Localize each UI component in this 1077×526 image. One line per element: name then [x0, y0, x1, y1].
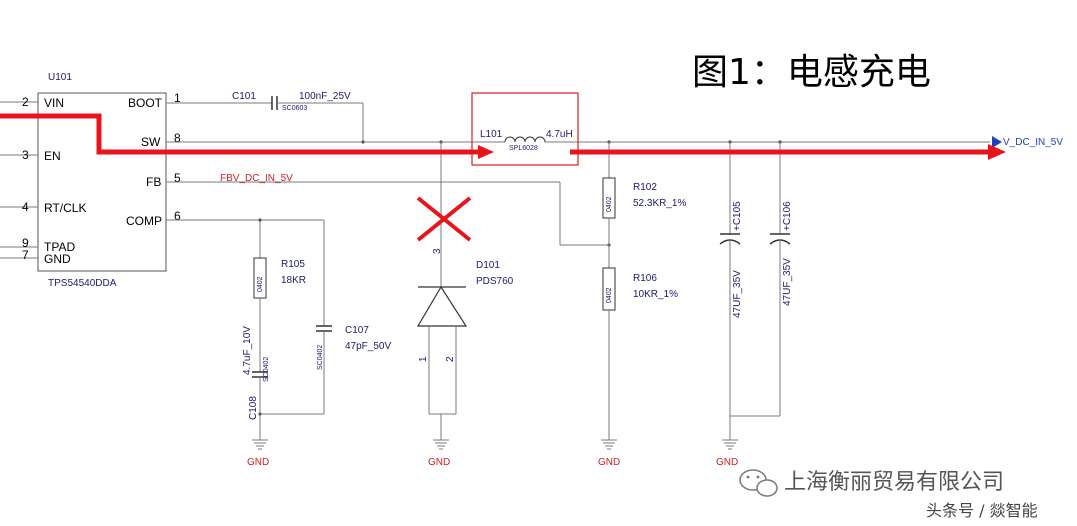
pin-gnd-name: GND	[44, 252, 71, 266]
r106-value: 10KR_1%	[633, 289, 678, 300]
pin-comp-name: COMP	[126, 214, 162, 228]
r105-pkg: 0402	[257, 276, 264, 292]
pin-rt-name: RT/CLK	[44, 201, 86, 215]
d101-pin-k: 3	[432, 248, 443, 254]
diode-d101	[416, 285, 468, 327]
r106-pkg: 0402	[606, 287, 613, 303]
figure-title: 图1：电感充电	[692, 52, 931, 93]
l101-pkg: SPL6028	[509, 145, 538, 152]
gnd-label-4: GND	[716, 457, 738, 468]
net-fb-label: FBV_DC_IN_5V	[220, 173, 293, 184]
c107-ref: C107	[345, 325, 369, 336]
gnd-symbol-r106	[601, 439, 617, 450]
c107-pkg: SC0402	[317, 345, 324, 370]
d101-value: PDS760	[476, 276, 514, 287]
r102-value: 52.3KR_1%	[633, 198, 686, 209]
watermark-source: 头条号 / 燚智能	[926, 501, 1038, 520]
c101-value: 100nF_25V	[299, 91, 351, 102]
inductor-l101	[504, 136, 546, 143]
output-port-arrow-icon	[992, 136, 1002, 148]
pin-sw-num: 8	[174, 131, 181, 145]
pin-vin-name: VIN	[44, 96, 64, 110]
c101-pkg: SC0603	[282, 105, 307, 112]
pin-en-name: EN	[44, 149, 61, 163]
gnd-label-3: GND	[598, 457, 620, 468]
c108-ref: C108	[248, 396, 259, 420]
gnd-label-2: GND	[428, 457, 450, 468]
r102-ref: R102	[633, 182, 657, 193]
c108-pkg: SC0402	[263, 357, 270, 382]
gnd-symbol-caps	[722, 439, 738, 450]
pin-gnd-num: 7	[22, 248, 29, 262]
c106-ref: +C106	[782, 201, 793, 231]
c107-value: 47pF_50V	[345, 341, 391, 352]
pin-boot-num: 1	[174, 91, 181, 105]
r105-ref: R105	[281, 259, 305, 270]
ic-ref: U101	[48, 72, 72, 83]
l101-ref: L101	[480, 129, 503, 140]
pin-tpad-num: 9	[22, 236, 29, 250]
gnd-label-1: GND	[247, 457, 269, 468]
inductor-highlight-box	[471, 92, 579, 166]
ic-part: TPS54540DDA	[48, 278, 117, 289]
r102-pkg: 0402	[606, 196, 613, 212]
d101-pin-2: 2	[445, 356, 456, 362]
pin-sw-name: SW	[141, 135, 161, 149]
l101-value: 4.7uH	[546, 129, 573, 140]
pin-rt-num: 4	[22, 200, 29, 214]
current-path-in	[0, 113, 480, 155]
net-output-label: V_DC_IN_5V	[1003, 137, 1063, 148]
pin-en-num: 3	[22, 148, 29, 162]
current-arrowhead-icon	[478, 145, 494, 159]
d101-pin-1: 1	[418, 356, 429, 362]
pin-comp-num: 6	[174, 209, 181, 223]
r106-ref: R106	[633, 273, 657, 284]
r105-value: 18KR	[281, 275, 306, 286]
pin-boot-name: BOOT	[128, 96, 163, 110]
gnd-symbol-c108	[252, 439, 268, 450]
wechat-icon	[739, 469, 778, 497]
pin-vin-num: 2	[22, 95, 29, 109]
c108-value: 4.7uF_10V	[242, 326, 253, 375]
gnd-symbol-d101	[433, 439, 449, 450]
pin-fb-name: FB	[146, 175, 161, 189]
c106-value: 47UF_35V	[782, 258, 793, 306]
current-arrowhead-out-icon	[988, 144, 1006, 160]
watermark-company: 上海衡丽贸易有限公司	[784, 470, 1004, 495]
c105-value: 47UF_35V	[732, 270, 743, 318]
pin-tpad-name: TPAD	[44, 240, 75, 254]
c105-ref: +C105	[732, 201, 743, 231]
pin-fb-num: 5	[174, 171, 181, 185]
c101-ref: C101	[232, 91, 256, 102]
d101-ref: D101	[476, 260, 500, 271]
